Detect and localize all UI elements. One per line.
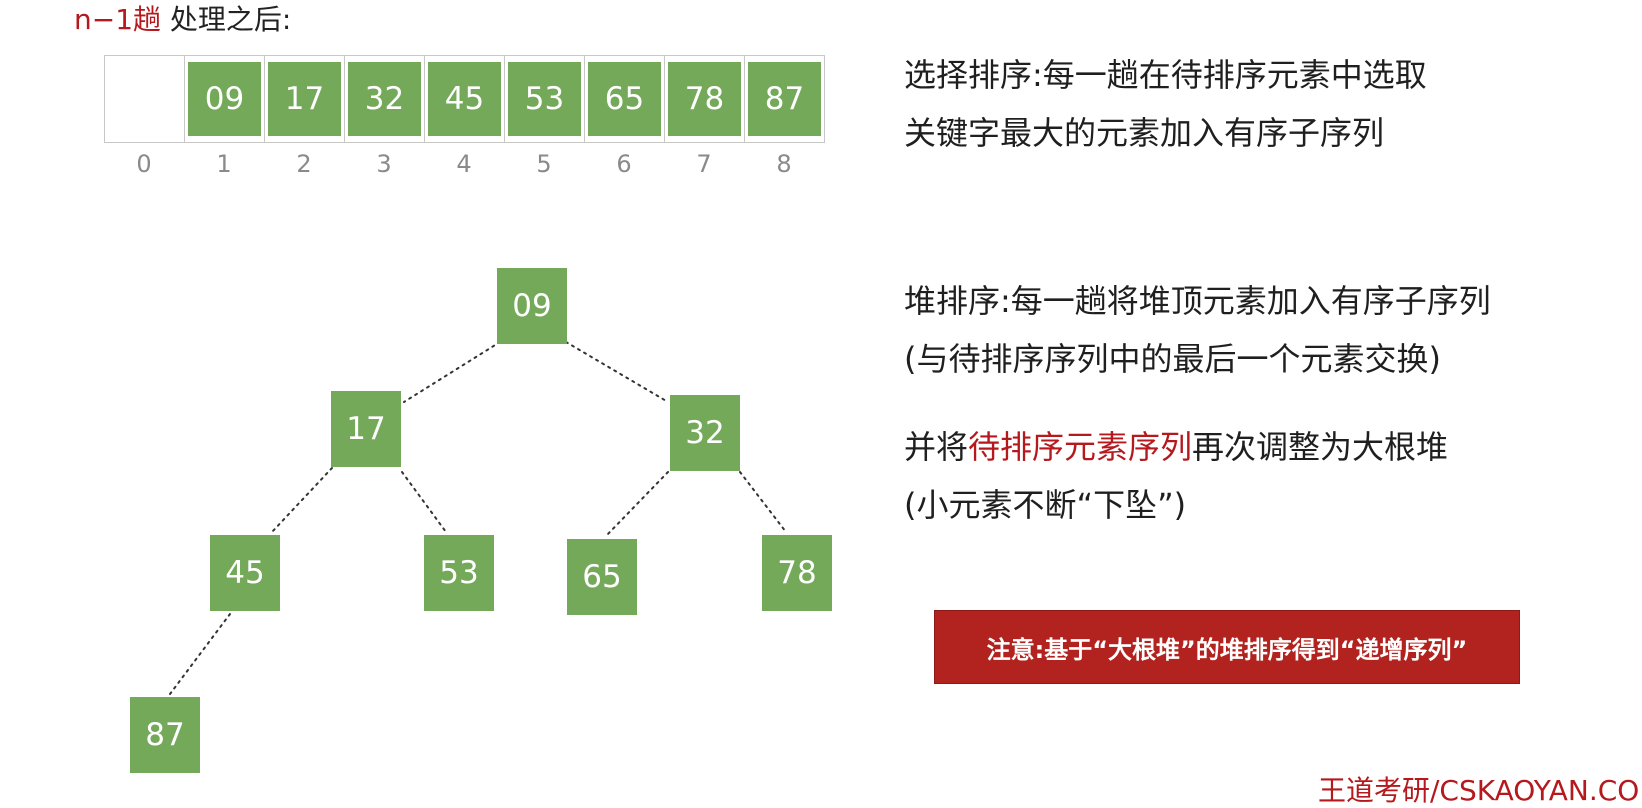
array-index-5: 5 xyxy=(536,150,552,178)
tree-node-45: 45 xyxy=(210,535,280,611)
array-value-6: 65 xyxy=(588,62,661,136)
tree-node-53: 53 xyxy=(424,535,494,611)
heap-sort-line-2: (与待排序序列中的最后一个元素交换) xyxy=(904,340,1441,378)
array-cell-7: 78 xyxy=(664,55,745,143)
step-label: n−1趟 xyxy=(74,3,162,36)
array-cell-6: 65 xyxy=(584,55,665,143)
array-value-2: 17 xyxy=(268,62,341,136)
array-index-1: 1 xyxy=(216,150,232,178)
selection-sort-line-1: 选择排序:每一趟在待排序元素中选取 xyxy=(904,56,1427,94)
tree-node-65: 65 xyxy=(567,539,637,615)
adjust-text: 并将待排序元素序列再次调整为大根堆 (小元素不断“下坠”) xyxy=(904,418,1448,534)
array-value-8: 87 xyxy=(748,62,821,136)
selection-sort-line-2: 关键字最大的元素加入有序子序列 xyxy=(904,114,1385,152)
step-title: n−1趟 处理之后: xyxy=(74,2,291,38)
tree-node-78: 78 xyxy=(762,535,832,611)
tree-node-09: 09 xyxy=(497,268,567,344)
step-desc: 处理之后: xyxy=(161,3,292,36)
note-text: 注意:基于“大根堆”的堆排序得到“递增序列” xyxy=(986,635,1468,664)
tree-node-17: 17 xyxy=(331,391,401,467)
edge-09-17 xyxy=(403,341,501,403)
array-row: 09 17 32 45 53 65 78 87 xyxy=(104,55,825,143)
edge-17-45 xyxy=(271,467,333,533)
heap-sort-text: 堆排序:每一趟将堆顶元素加入有序子序列 (与待排序序列中的最后一个元素交换) xyxy=(904,272,1491,388)
edge-09-32 xyxy=(565,341,669,403)
array-index-0: 0 xyxy=(136,150,152,178)
array-value-1: 09 xyxy=(188,62,261,136)
selection-sort-text: 选择排序:每一趟在待排序元素中选取 关键字最大的元素加入有序子序列 xyxy=(904,46,1427,162)
array-value-5: 53 xyxy=(508,62,581,136)
edge-32-78 xyxy=(739,471,787,533)
adjust-highlight: 待排序元素序列 xyxy=(968,428,1193,466)
heap-sort-line-1: 堆排序:每一趟将堆顶元素加入有序子序列 xyxy=(904,282,1491,320)
array-index-7: 7 xyxy=(696,150,712,178)
array-cell-3: 32 xyxy=(344,55,425,143)
tree-node-32: 32 xyxy=(670,395,740,471)
tree-node-87: 87 xyxy=(130,697,200,773)
footer-watermark: 王道考研/CSKAOYAN.CO xyxy=(1318,774,1640,807)
array-value-7: 78 xyxy=(668,62,741,136)
array-index-8: 8 xyxy=(776,150,792,178)
array-index-3: 3 xyxy=(376,150,392,178)
adjust-prefix: 并将 xyxy=(904,428,969,466)
array-index-4: 4 xyxy=(456,150,472,178)
array-cell-2: 17 xyxy=(264,55,345,143)
array-value-4: 45 xyxy=(428,62,501,136)
array-cell-8: 87 xyxy=(744,55,825,143)
edge-17-53 xyxy=(401,471,447,533)
note-box: 注意:基于“大根堆”的堆排序得到“递增序列” xyxy=(934,610,1520,684)
array-index-2: 2 xyxy=(296,150,312,178)
edge-32-65 xyxy=(605,471,669,537)
adjust-line-2: (小元素不断“下坠”) xyxy=(904,486,1187,524)
array-index-6: 6 xyxy=(616,150,632,178)
adjust-line-1: 并将待排序元素序列再次调整为大根堆 xyxy=(904,418,1448,476)
adjust-suffix: 再次调整为大根堆 xyxy=(1192,428,1449,466)
array-value-3: 32 xyxy=(348,62,421,136)
edge-45-87 xyxy=(169,613,231,695)
array-cell-5: 53 xyxy=(504,55,585,143)
array-cell-0 xyxy=(104,55,185,143)
tree-edges xyxy=(169,341,787,695)
